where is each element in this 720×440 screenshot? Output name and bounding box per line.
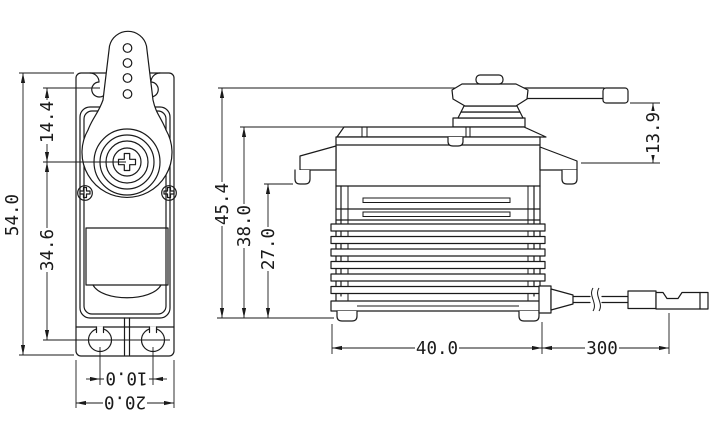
- dim-side-hole-spacing: 10.0: [105, 368, 147, 388]
- front-view: 45.4 38.0 27.0 13.9 40.0 300: [213, 74, 709, 359]
- fin: [330, 223, 546, 232]
- phillips-screw-icon: [79, 186, 91, 199]
- cable-assembly: [538, 285, 709, 314]
- servo-horn-side: [81, 30, 173, 199]
- horn-hole: [122, 43, 133, 53]
- front-view-dimensions: 45.4 38.0 27.0 13.9 40.0 300: [213, 88, 669, 359]
- fin: [330, 285, 546, 295]
- case-bottom: [330, 300, 546, 322]
- foot: [518, 310, 540, 322]
- mounting-slots: [75, 317, 175, 356]
- horn-arm-tip: [602, 87, 629, 104]
- cable-break-mark: [597, 287, 601, 312]
- cable-exit-block: [538, 285, 552, 314]
- mounting-flange-right: [539, 146, 578, 185]
- dim-front-body-height: 27.0: [259, 228, 279, 270]
- case-top: [335, 126, 547, 147]
- connector-plug: [627, 290, 657, 310]
- side-view: 54.0 14.4 34.6 10.0 20.0: [3, 30, 177, 412]
- side-view-dimensions: 54.0 14.4 34.6 10.0 20.0: [3, 72, 175, 412]
- strain-relief-boot: [550, 288, 574, 311]
- horn-hole: [122, 89, 133, 99]
- mounting-flange-left: [294, 145, 337, 185]
- foot: [336, 310, 358, 322]
- dim-front-horn-offset: 13.9: [644, 112, 664, 154]
- fin: [330, 273, 546, 282]
- fin: [330, 248, 546, 257]
- phillips-screw-icon: [117, 152, 137, 172]
- dim-side-hub-to-mount: 34.6: [38, 229, 58, 271]
- cooling-fins: [330, 185, 546, 295]
- dim-side-top-to-hub: 14.4: [38, 101, 58, 143]
- dim-front-overall-height: 45.4: [213, 183, 233, 225]
- horn-hole: [122, 58, 133, 68]
- dim-front-case-height: 38.0: [235, 205, 255, 247]
- phillips-screw-icon: [163, 186, 175, 199]
- case-lug-left: [89, 72, 104, 98]
- output-horn-hub: [451, 74, 529, 128]
- horn-screw-cap: [475, 74, 504, 85]
- label-plate: [85, 227, 169, 299]
- horn-hole: [122, 73, 133, 83]
- dim-front-length: 40.0: [416, 339, 458, 359]
- case-screws: [77, 185, 177, 201]
- fin: [330, 235, 546, 245]
- fin: [330, 260, 546, 270]
- connector-housing: [655, 291, 709, 310]
- cable-break-mark: [591, 287, 595, 312]
- dim-side-width: 20.0: [104, 392, 146, 412]
- horn-arm: [519, 87, 629, 104]
- dim-front-cable-length: 300: [586, 339, 618, 359]
- dim-side-overall-height: 54.0: [3, 194, 23, 236]
